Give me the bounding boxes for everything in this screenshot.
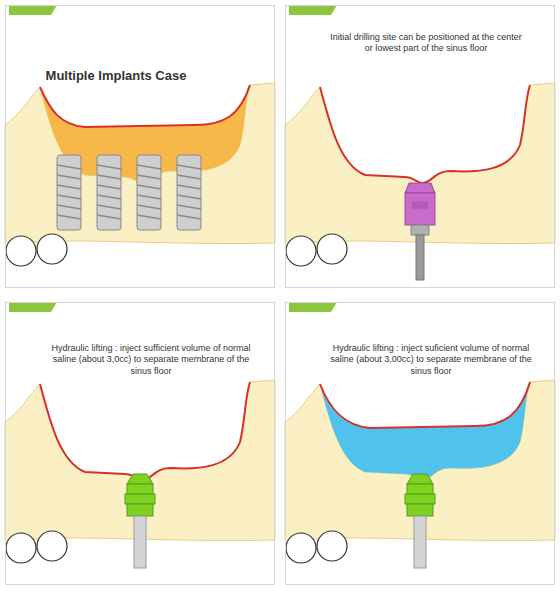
step-panel: Initial drilling site can be positioned … (285, 5, 555, 288)
step-caption: Initial drilling site can be positioned … (326, 32, 526, 55)
panel-title: Multiple Implants Case (31, 68, 201, 84)
step-caption: Hydraulic lifting : inject sufficient vo… (44, 343, 258, 377)
step-panel: Hydraulic lifting : inject sufficient vo… (5, 302, 275, 585)
step-panel: Hydraulic lifting : inject suficient vol… (285, 302, 555, 585)
step-panel: Multiple Implants Case (5, 5, 275, 288)
step-caption: Hydraulic lifting : inject suficient vol… (324, 343, 538, 377)
